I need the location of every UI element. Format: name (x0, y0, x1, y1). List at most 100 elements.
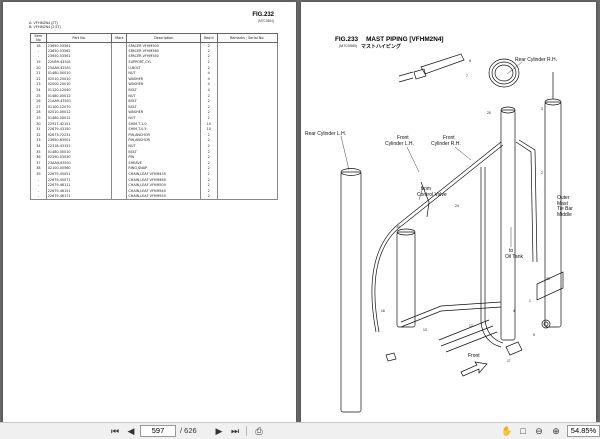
parts-table: Item No Part No. Mark Description Req'd … (30, 33, 278, 200)
table-cell (111, 143, 128, 149)
label-line: Middle (557, 211, 572, 218)
label-rear-cylinder-lh: Rear Cylinder L.H. (305, 131, 347, 137)
last-page-button[interactable]: ⏭ (230, 425, 240, 436)
table-cell (111, 154, 128, 160)
zoom-out-icon[interactable]: ⊖ (535, 425, 543, 436)
table-cell (111, 193, 128, 200)
svg-text:25: 25 (487, 111, 491, 115)
table-cell (111, 109, 128, 116)
table-cell (216, 115, 278, 121)
header-description: Description (126, 33, 202, 43)
table-cell: 2 (200, 115, 218, 121)
table-cell (216, 53, 278, 60)
label-line: Cylinder R.H. (431, 140, 461, 147)
svg-text:33: 33 (396, 225, 400, 229)
next-page-button[interactable]: ▶ (215, 425, 223, 436)
figure-code: (M7C0604) (258, 19, 274, 23)
table-cell (111, 48, 128, 54)
table-cell: 2 (200, 42, 218, 49)
table-cell (111, 98, 128, 105)
table-cell (216, 126, 278, 132)
svg-text:1: 1 (529, 299, 531, 303)
table-cell: 2 (200, 187, 218, 194)
table-cell: 4 (200, 81, 218, 88)
svg-text:16: 16 (381, 309, 385, 313)
table-cell (111, 53, 128, 60)
table-cell: 4 (200, 87, 218, 93)
table-cell (111, 92, 128, 99)
table-cell (111, 137, 128, 144)
select-tool-icon[interactable]: □ (520, 426, 526, 436)
table-cell (216, 104, 278, 110)
label-front-cylinder-lh: Front Cylinder L.H. (385, 135, 414, 147)
table-cell (111, 187, 128, 194)
zoom-level-input[interactable]: 54.85% (567, 425, 600, 437)
label-line: to (509, 248, 514, 254)
page-number-input[interactable]: 597 (140, 425, 176, 437)
table-cell (216, 42, 278, 49)
svg-text:4: 4 (513, 309, 515, 313)
lower-fitting-icon (505, 341, 523, 356)
print-icon[interactable]: ⎙ (255, 425, 263, 436)
table-cell (111, 64, 128, 71)
model-a: A: VFHM2N4 (2T) (29, 21, 58, 25)
hand-tool-icon[interactable]: ✋ (501, 425, 513, 436)
table-cell (216, 64, 278, 71)
toolbar-divider (246, 426, 247, 436)
label-from-control-valve: from Control Valve (417, 186, 447, 198)
svg-text:5: 5 (533, 333, 535, 337)
table-cell (111, 87, 128, 93)
table-cell (111, 148, 128, 155)
zoom-in-icon[interactable]: ⊕ (552, 425, 560, 436)
svg-text:13: 13 (423, 328, 427, 332)
label-line: Oil Tank (505, 253, 523, 260)
model-b: B: VFHM2N4 (2.5T) (29, 25, 61, 30)
label-rear-cylinder-rh: Rear Cylinder R.H. (515, 57, 557, 63)
lower-hose (400, 301, 502, 323)
svg-text:3: 3 (541, 107, 543, 111)
table-cell: 2 (200, 109, 218, 116)
table-cell: 2 (200, 154, 218, 160)
table-cell: 2 (200, 148, 218, 155)
table-cell: 2 (200, 171, 218, 177)
table-cell (216, 120, 278, 127)
figure-kana-title: マストハイピング (361, 44, 401, 50)
table-cell: 10 (200, 120, 218, 127)
table-cell (111, 132, 128, 138)
document-page-left: FIG.232 (M7C0604) A: VFHM2N4 (2T) B: VFH… (3, 2, 296, 422)
header-remarks: Remarks ; Serial No. (216, 33, 278, 43)
table-cell (111, 159, 128, 166)
table-cell: CHAIN,LEAF VFHM550 (126, 193, 202, 200)
svg-text:12: 12 (469, 324, 473, 328)
table-cell: 22679-46171 (45, 193, 113, 200)
svg-text:2: 2 (541, 171, 543, 175)
table-cell: 2 (200, 92, 218, 99)
table-cell (111, 70, 128, 77)
label-line: Control Valve (417, 191, 447, 198)
first-page-button[interactable]: ⏮ (110, 425, 120, 436)
parts-table-header: Item No Part No. Mark Description Req'd … (30, 33, 278, 43)
label-front-cylinder-rh: Front Cylinder R.H. (431, 135, 461, 147)
table-cell (216, 87, 278, 93)
header-mark: Mark (111, 33, 128, 43)
prev-page-button[interactable]: ◀ (127, 425, 135, 436)
label-line: Front (397, 135, 409, 141)
table-cell (111, 76, 128, 82)
table-cell (111, 42, 128, 49)
figure-name: MAST PIPING [VFHM2N4] (366, 36, 444, 43)
